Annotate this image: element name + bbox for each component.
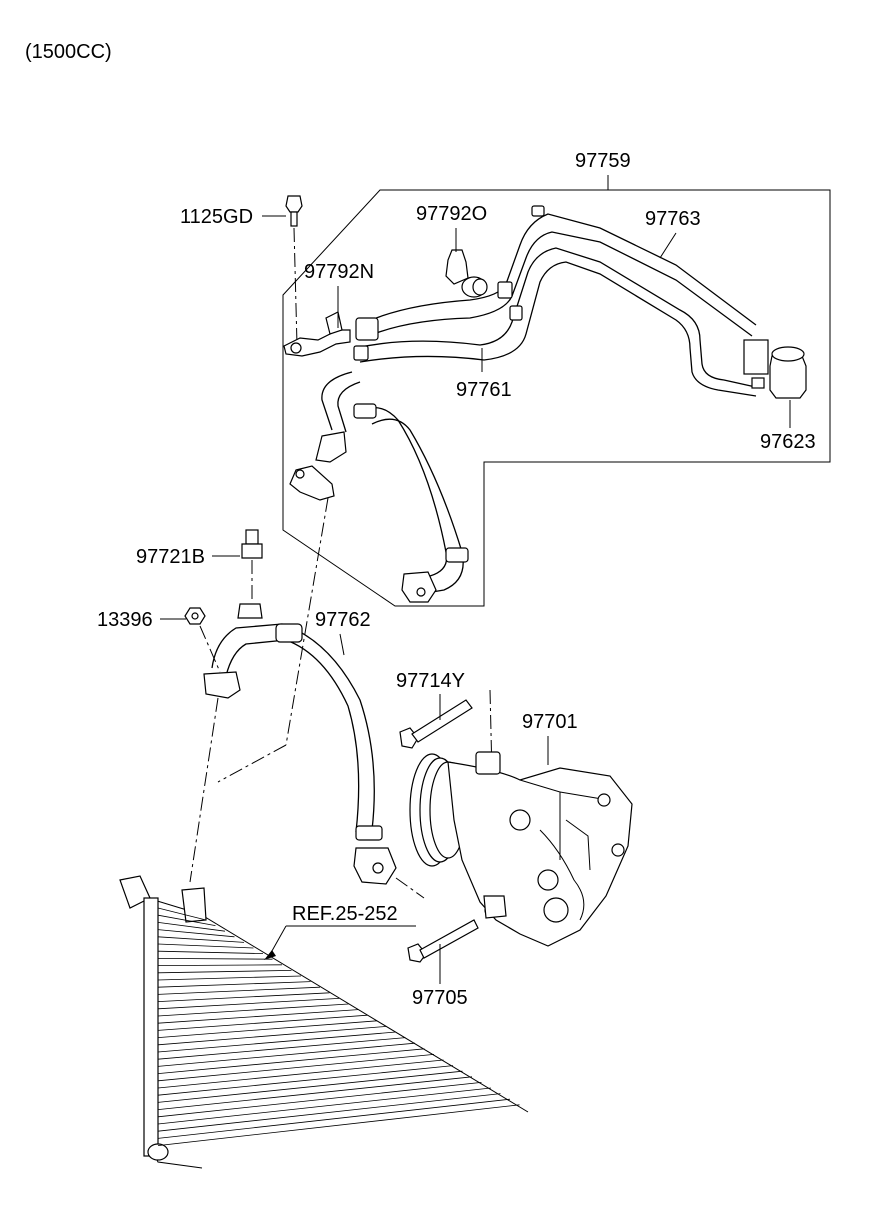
svg-text:97701: 97701 [522,711,578,733]
condenser-fin [157,981,311,988]
callout-97714Y[interactable]: 97714Y [396,670,465,720]
svg-text:97763: 97763 [645,208,701,230]
svg-text:13396: 13396 [97,609,153,631]
callout-1125GD[interactable]: 1125GD [180,206,286,228]
condenser [119,875,529,1169]
suction-hose-lower [217,371,469,783]
condenser-fin [157,1087,492,1125]
svg-text:97714Y: 97714Y [396,670,465,692]
svg-text:97792N: 97792N [304,261,374,283]
assembly-97759-outline [282,189,831,607]
condenser-fin [157,922,226,932]
callout-97623[interactable]: 97623 [760,400,816,453]
condenser-fin [157,964,283,966]
callout-97759[interactable]: 97759 [575,150,631,190]
condenser-fin [157,975,302,981]
callout-97761[interactable]: 97761 [456,348,512,401]
condenser-fin [157,950,264,954]
svg-text:REF.25-252: REF.25-252 [292,903,398,925]
condenser-fin [157,1020,378,1038]
svg-text:1125GD: 1125GD [180,206,253,228]
callout-97763[interactable]: 97763 [645,208,701,259]
condenser-fin [157,998,340,1010]
callout-97792N[interactable]: 97792N [304,261,374,328]
condenser-fin [157,1054,435,1082]
condenser-fins [157,907,520,1146]
condenser-fin [157,1003,349,1017]
hose-97761 [353,205,769,397]
callout-97721B[interactable]: 97721B [136,546,240,568]
bracket-97792N [283,311,351,357]
condenser-fin [157,1065,454,1096]
callout-97701[interactable]: 97701 [522,711,578,765]
condenser-fin [157,929,235,938]
condenser-fin [157,1042,416,1067]
sensor-97721B [237,529,263,619]
callout-ref-25-252[interactable]: REF.25-252 [264,903,416,960]
condenser-fin [157,936,245,943]
condenser-fin [157,1076,473,1110]
condenser-fin [157,1048,425,1074]
condenser-fin [157,943,254,949]
condenser-fin [157,1059,444,1089]
svg-text:97721B: 97721B [136,546,205,568]
callout-13396[interactable]: 13396 [97,609,186,631]
valve-97623 [769,346,807,399]
condenser-fin [157,1098,511,1139]
condenser-fin [157,986,321,995]
hose-97762 [189,623,425,899]
condenser-fin [157,958,273,960]
condenser-fin [157,970,292,974]
callout-97792O[interactable]: 97792O [416,203,487,252]
condenser-fin [157,1031,397,1053]
condenser-fin [157,1009,359,1024]
bolt-97705 [407,919,479,963]
callout-97705[interactable]: 97705 [412,944,468,1009]
svg-text:97761: 97761 [456,379,512,401]
condenser-fin [157,907,207,921]
condenser-fin [157,1014,368,1031]
condenser-fin [157,1037,406,1060]
svg-text:97623: 97623 [760,431,816,453]
callout-97762[interactable]: 97762 [315,609,371,656]
svg-text:97705: 97705 [412,987,468,1009]
engine-label: (1500CC) [25,41,112,63]
condenser-fin [157,914,216,926]
svg-text:97762: 97762 [315,609,371,631]
condenser-fin [157,1104,520,1146]
condenser-fin [157,1093,501,1132]
condenser-fin [157,992,330,1002]
condenser-fin [157,1082,482,1118]
clip-97792O [445,249,488,298]
condenser-fin [157,1026,387,1046]
svg-text:97792O: 97792O [416,203,487,225]
compressor-97701 [409,751,633,947]
svg-text:97759: 97759 [575,150,631,172]
condenser-fin [157,1070,463,1103]
bolt-1125GD [285,195,303,346]
nut-13396 [184,607,221,673]
